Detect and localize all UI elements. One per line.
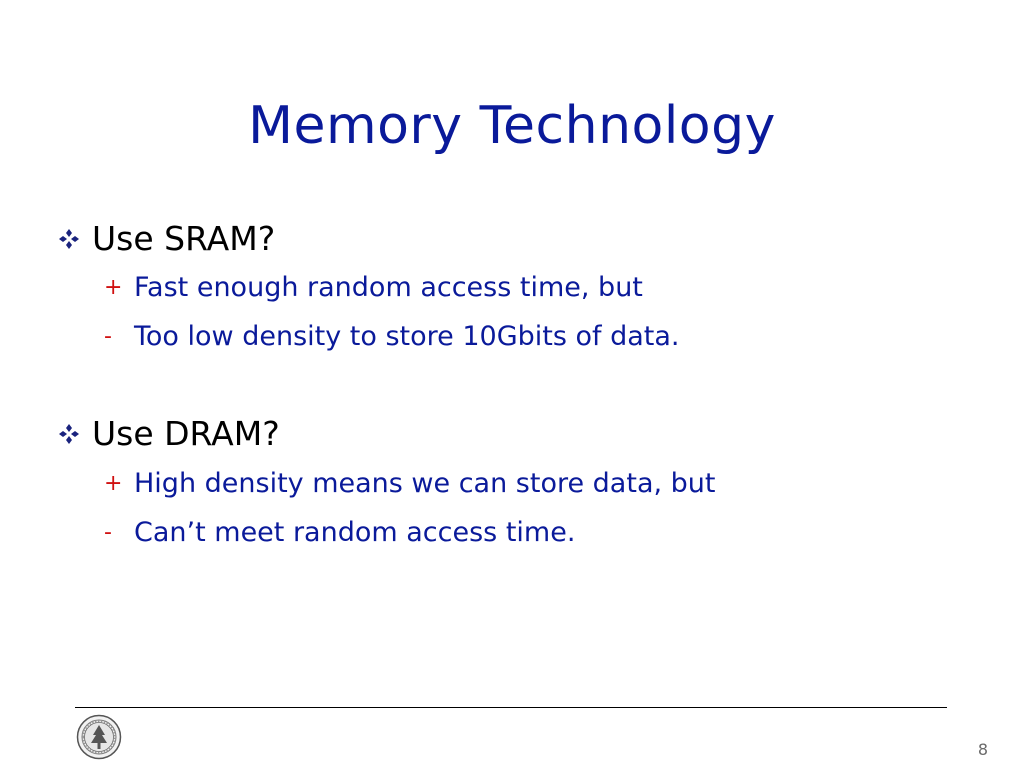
slide-title: Memory Technology [248, 96, 776, 156]
sub-text: Too low density to store 10Gbits of data… [134, 321, 680, 352]
four-diamond-bullet-icon [58, 423, 80, 445]
sub-item-dram-con: - Can’t meet random access time. [104, 519, 575, 546]
plus-marker: + [104, 274, 123, 300]
bullet-item-dram: Use DRAM? [58, 417, 280, 450]
page-number: 8 [977, 740, 988, 759]
minus-marker: - [104, 323, 112, 349]
bullet-text: Use DRAM? [92, 414, 280, 453]
sub-item-sram-pro: + Fast enough random access time, but [104, 274, 643, 301]
sub-text: Can’t meet random access time. [134, 517, 576, 548]
bullet-item-sram: Use SRAM? [58, 222, 275, 255]
four-diamond-bullet-icon [58, 228, 80, 250]
sub-text: High density means we can store data, bu… [134, 468, 716, 499]
plus-marker: + [104, 470, 123, 496]
sub-item-dram-pro: + High density means we can store data, … [104, 470, 716, 497]
footer-divider [75, 707, 947, 708]
university-seal-icon [76, 714, 122, 760]
minus-marker: - [104, 519, 112, 545]
sub-item-sram-con: - Too low density to store 10Gbits of da… [104, 323, 680, 350]
sub-text: Fast enough random access time, but [134, 272, 643, 303]
bullet-text: Use SRAM? [92, 219, 276, 258]
